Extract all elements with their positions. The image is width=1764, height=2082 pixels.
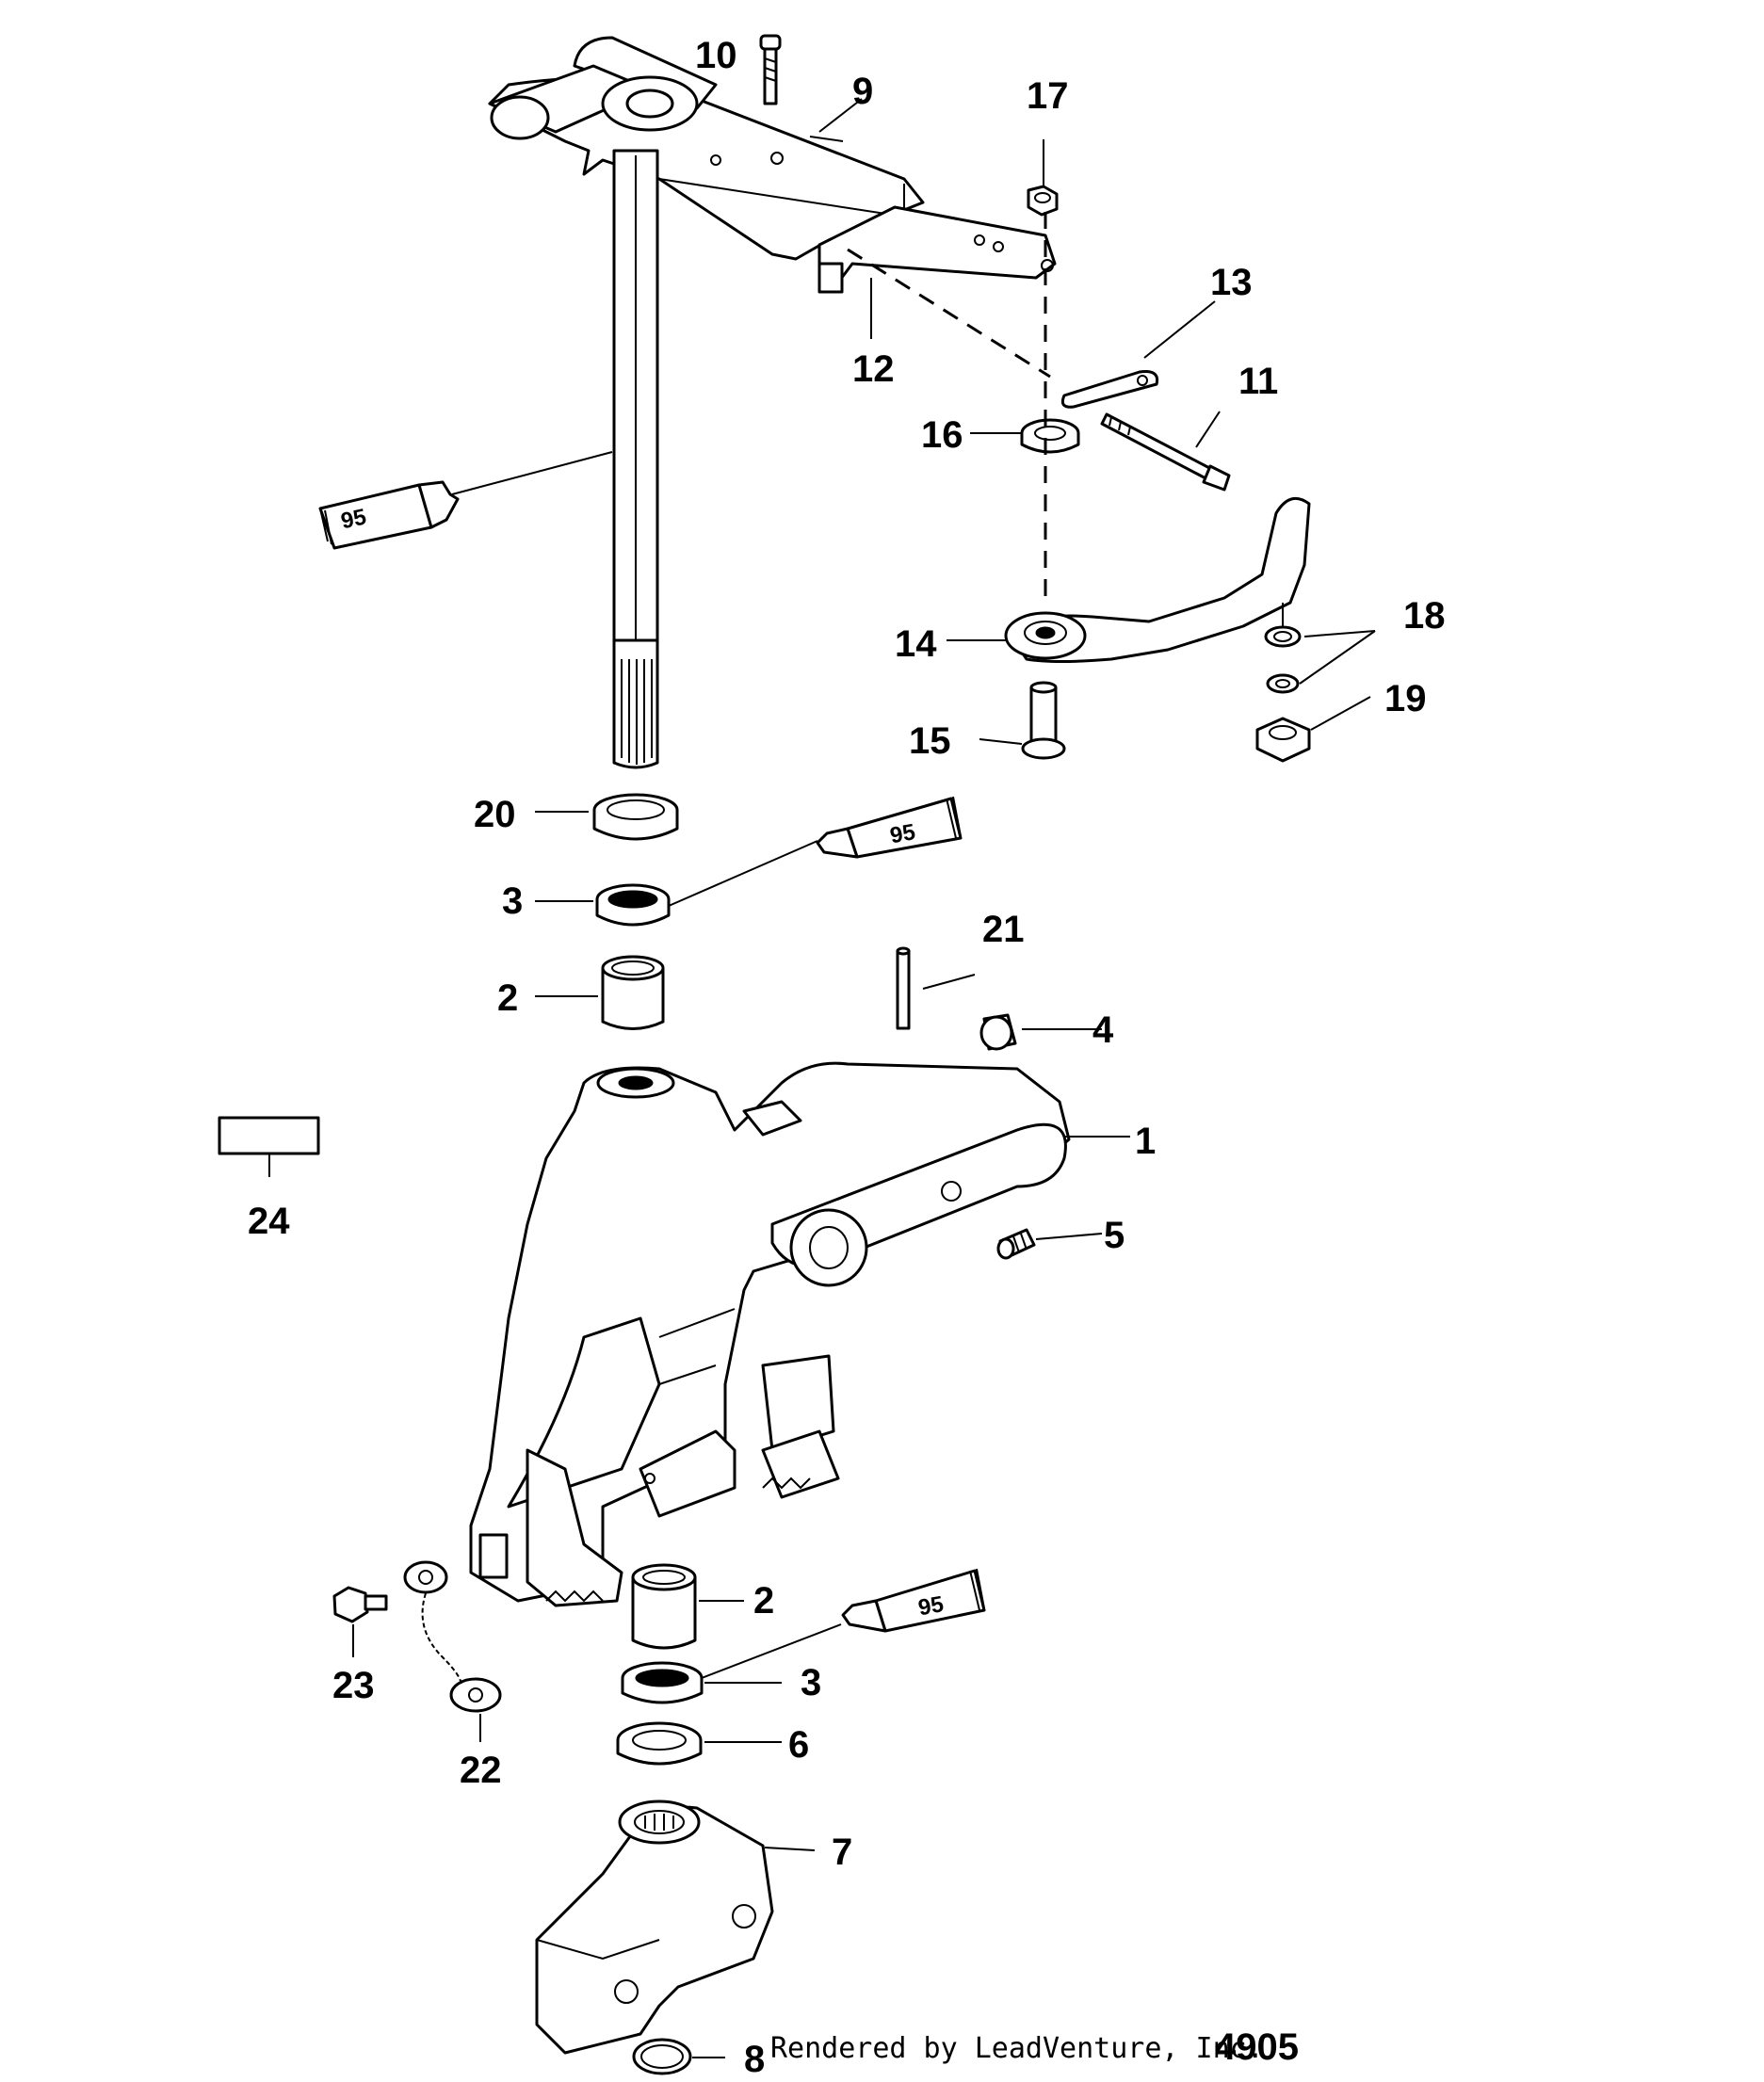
part-2-bushing-lower <box>631 1563 697 1650</box>
part-13-link <box>1060 370 1159 409</box>
part-10-screw <box>759 34 782 105</box>
part-4-cap <box>979 1013 1017 1051</box>
callout-8: 8 <box>744 2039 765 2080</box>
callout-16: 16 <box>921 414 963 456</box>
callout-12: 12 <box>852 348 895 390</box>
part-7-yoke <box>535 1800 774 2055</box>
callout-19: 19 <box>1384 678 1427 719</box>
callout-3-upper: 3 <box>502 880 523 922</box>
callout-15: 15 <box>909 720 951 762</box>
part-9-steering-arm <box>488 36 925 261</box>
part-8-o-ring <box>632 2038 692 2075</box>
figure-number: 4905 <box>1215 2026 1299 2068</box>
credit-text: Rendered by LeadVenture, Inc. <box>770 2032 1264 2065</box>
callout-5: 5 <box>1104 1215 1125 1256</box>
lubricant-tube-2: 95 <box>816 796 963 859</box>
part-22-ground-strap <box>403 1560 502 1713</box>
lubricant-tube-3: 95 <box>841 1568 986 1633</box>
part-15-pin <box>1021 681 1066 760</box>
callout-24: 24 <box>248 1201 290 1242</box>
part-6-washer <box>616 1721 703 1766</box>
part-5-grease-fitting <box>996 1228 1036 1260</box>
part-1-swivel-bracket <box>469 1061 1071 1607</box>
part-23-bolt <box>332 1586 388 1623</box>
part-16-bushing <box>1020 418 1080 454</box>
callout-10: 10 <box>695 35 737 76</box>
callout-22: 22 <box>460 1750 502 1791</box>
part-17-nut <box>1027 185 1059 217</box>
tube-label: 95 <box>339 504 369 534</box>
callout-18: 18 <box>1403 595 1446 637</box>
callout-2-upper: 2 <box>497 977 518 1019</box>
callout-23: 23 <box>332 1665 375 1706</box>
callout-13: 13 <box>1210 262 1253 303</box>
part-2-bushing-upper <box>601 955 665 1030</box>
part-21-pin <box>896 946 911 1030</box>
part-18-washers <box>1264 603 1302 694</box>
steering-shaft <box>612 149 659 769</box>
part-3-bearing-upper <box>595 883 671 927</box>
part-12-bracket <box>817 205 1057 294</box>
callout-20: 20 <box>474 794 516 835</box>
callout-numbers: 1 2 2 3 3 4 5 6 7 8 9 10 11 12 13 14 15 … <box>248 35 1446 2080</box>
part-24-label <box>218 1116 320 1155</box>
tube-label: 95 <box>916 1591 946 1621</box>
part-19-nut <box>1255 717 1311 763</box>
tube-label: 95 <box>888 819 917 848</box>
callout-9: 9 <box>852 71 873 112</box>
callout-4: 4 <box>1092 1009 1114 1051</box>
callout-17: 17 <box>1027 75 1069 117</box>
callout-21: 21 <box>982 909 1025 950</box>
callout-1: 1 <box>1135 1121 1156 1162</box>
part-11-bolt <box>1100 412 1231 492</box>
leader-lines <box>268 98 1376 2058</box>
callout-2-lower: 2 <box>753 1580 774 1622</box>
callout-11: 11 <box>1238 361 1278 402</box>
lubricant-tube-1: 95 <box>318 480 460 550</box>
callout-3-lower: 3 <box>801 1662 821 1703</box>
callout-6: 6 <box>788 1724 809 1766</box>
callout-7: 7 <box>832 1832 852 1873</box>
part-3-bearing-lower <box>621 1661 704 1704</box>
part-20-ring <box>592 793 679 841</box>
part-14-link-arm <box>1004 496 1311 663</box>
callout-14: 14 <box>895 623 937 665</box>
